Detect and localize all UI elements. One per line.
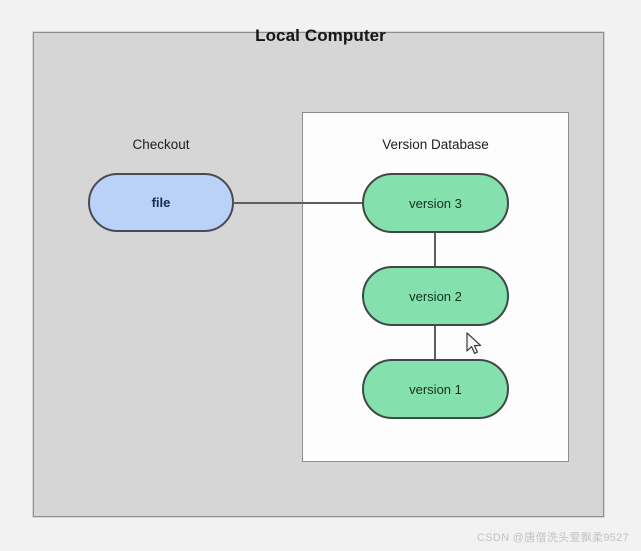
node-version-3[interactable]: version 3	[362, 173, 509, 233]
node-version-1[interactable]: version 1	[362, 359, 509, 419]
connector-version2-to-version1	[434, 325, 436, 360]
node-version-3-label: version 3	[409, 195, 462, 211]
node-version-2[interactable]: version 2	[362, 266, 509, 326]
node-file[interactable]: file	[88, 173, 234, 232]
connector-file-to-version3	[233, 202, 363, 204]
version-database-label: Version Database	[382, 137, 489, 152]
page-title: Local Computer	[255, 26, 386, 45]
node-file-label: file	[151, 195, 171, 210]
node-version-1-label: version 1	[409, 381, 462, 397]
connector-version3-to-version2	[434, 232, 436, 267]
node-version-2-label: version 2	[409, 288, 462, 304]
watermark-text: CSDN @唐僧洗头爱飘柔9527	[477, 532, 629, 544]
checkout-group-label: Checkout	[132, 137, 190, 152]
